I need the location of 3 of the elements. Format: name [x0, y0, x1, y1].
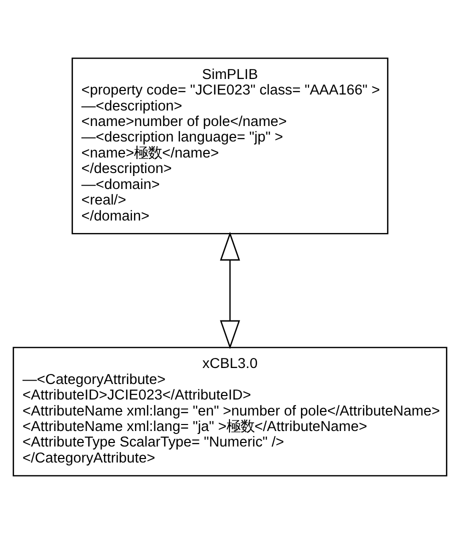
arrow [220, 232, 240, 350]
node-box: SimPLIB <property code= "JCIE023" class= "AAA166" > —<description> <name>number of pole</name> —<description language= "jp" > <name>極数</name> </description> —<domain> <real/> </domain> [72, 58, 388, 234]
node-box: xCBL3.0 —<CategoryAttribute> <AttributeID>JCIE023</AttributeID> <AttributeName xml:lang= "en" >number of pole</AttributeName> <AttributeName xml:lang= "ja" >極数</AttributeName> <AttributeType ScalarType= "Numeric" /> </CategoryAttribute> [12, 346, 448, 476]
